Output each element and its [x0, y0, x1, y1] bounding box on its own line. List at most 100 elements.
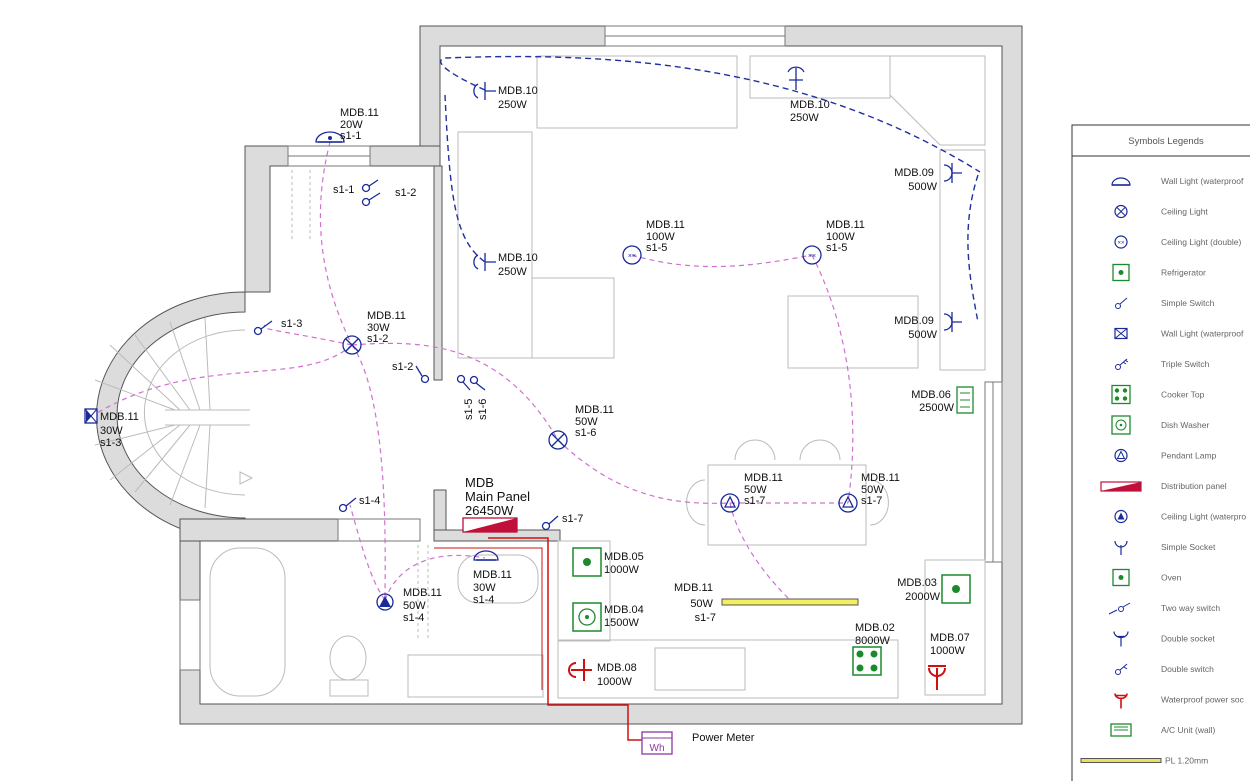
legend-item-label: Wall Light (waterproof	[1161, 176, 1244, 186]
label-wl-top: MDB.11 20W s1-1	[340, 107, 382, 142]
legend-item: Oven	[1112, 568, 1182, 587]
legend-item-label: Oven	[1161, 573, 1182, 583]
oven-icon	[941, 574, 971, 604]
cooker-top-icon	[852, 646, 882, 676]
device-labels: MDB.11 20W s1-1 s1-1 s1-2 s1-3 s1-2 s1-5…	[100, 85, 973, 744]
label-mdb-panel: MDB Main Panel 26450W	[465, 475, 534, 518]
label-oven: MDB.03 2000W	[897, 577, 940, 603]
label-bath-ceiling-light: MDB.11 50W s1-4	[403, 587, 445, 624]
legend-item-label: Ceiling Light (waterpro	[1161, 512, 1246, 522]
refrigerator-icon	[572, 547, 602, 577]
legend-item: Refrigerator	[1112, 263, 1206, 282]
socket-kitchen-top-2-icon	[787, 66, 805, 90]
label-s1-5: s1-5	[463, 399, 475, 420]
wall-light-waterproof-box-icon	[84, 408, 98, 424]
power-meter-icon: Wh	[641, 731, 673, 755]
ac-unit-wall-icon	[1110, 723, 1132, 737]
legend-item-label: PL 1.20mm	[1165, 756, 1208, 766]
switch-s1-7-icon	[541, 515, 559, 531]
socket-kitchen-left-icon	[473, 253, 496, 271]
switch-s1-5-s1-6-icon	[456, 374, 486, 391]
legend-item-label: Cooker Top	[1161, 390, 1205, 400]
ceiling-light-hall-icon	[342, 335, 362, 355]
legend-item-label: Distribution panel	[1161, 481, 1227, 491]
label-cl-double-left: MDB.11 100W s1-5	[646, 219, 688, 254]
pendant-lamp-2-icon	[838, 493, 858, 513]
distribution-panel-icon	[1100, 481, 1142, 492]
legend-item: Triple Switch	[1115, 358, 1210, 370]
label-cl-hall: MDB.11 30W s1-2	[367, 310, 409, 345]
legend-item: ×× Ceiling Light (double)	[1114, 235, 1241, 249]
legend-item: Ceiling Light	[1114, 204, 1208, 219]
label-sock-right2: MDB.09 500W	[894, 315, 937, 341]
label-pl-tube: MDB.11 50W s1-7	[674, 582, 716, 624]
socket-right-2-icon	[943, 312, 962, 332]
waterproof-socket-bottom-icon	[568, 659, 592, 681]
label-fridge: MDB.05 1000W	[604, 551, 647, 576]
walls	[95, 25, 1023, 725]
legend-item: Dish Washer	[1111, 415, 1210, 435]
label-pendant2: MDB.11 50W s1-7	[861, 472, 903, 507]
label-s1-1: s1-1	[333, 184, 354, 196]
legend-item-label: A/C Unit (wall)	[1161, 725, 1215, 735]
legend-item-label: Ceiling Light	[1161, 207, 1208, 217]
legend-item: Wall Light (waterproof	[1111, 176, 1244, 186]
legend-item: A/C Unit (wall)	[1110, 723, 1215, 737]
legend-item-label: Wall Light (waterproof	[1161, 329, 1244, 339]
legend-item: Simple Socket	[1114, 540, 1216, 555]
dish-washer-icon	[572, 602, 602, 632]
legend-item: PL 1.20mm	[1080, 756, 1208, 766]
furniture	[94, 55, 986, 699]
label-sock-kit-left: MDB.10 250W	[498, 252, 541, 278]
label-stair-light: MDB.11 30W s1-3	[100, 411, 142, 449]
bath-wall-light-icon	[473, 550, 499, 561]
ceiling-light-double-right-icon: ××	[802, 245, 822, 265]
legend-item-label: Ceiling Light (double)	[1161, 237, 1241, 247]
legend-item: Pendant Lamp	[1114, 448, 1217, 463]
legend-item-label: Pendant Lamp	[1161, 451, 1217, 461]
socket-kitchen-top-1-icon	[473, 82, 496, 100]
label-ac-unit: MDB.06 2500W	[911, 389, 954, 414]
svg-text:××: ××	[628, 253, 636, 260]
label-wp-socket-bottom: MDB.08 1000W	[597, 662, 640, 688]
legend-item: Simple Switch	[1115, 297, 1215, 309]
switch-s1-2-icon	[415, 365, 430, 384]
double-switch-icon	[1115, 663, 1128, 675]
label-s1-3: s1-3	[281, 318, 302, 330]
switch-s1-3-icon	[253, 320, 273, 336]
label-s1-4: s1-4	[359, 495, 380, 507]
pl-tube-icon	[721, 598, 859, 606]
label-cooker: MDB.02 8000W	[855, 622, 898, 647]
label-bath-wall-light: MDB.11 30W s1-4	[473, 569, 515, 606]
symbols-legend: Symbols Legends Wall Light (waterproofCe…	[1071, 124, 1250, 781]
simple-socket-icon	[1114, 540, 1128, 555]
pl-tube-icon	[1080, 758, 1162, 763]
switch-s1-4-icon	[338, 497, 357, 513]
legend-item: Double socket	[1113, 631, 1216, 647]
ceiling-light-waterproof-icon	[1114, 509, 1128, 524]
cooker-top-icon	[1111, 384, 1131, 405]
label-cl-double-right: MDB.11 100W s1-5	[826, 219, 868, 254]
legend-item-label: Waterproof power soc	[1161, 695, 1245, 705]
legend-item-label: Two way switch	[1161, 603, 1220, 613]
two-way-switch-icon	[1108, 602, 1131, 615]
legend-item: Double switch	[1115, 663, 1214, 675]
label-sock-kit-top2: MDB.10 250W	[790, 99, 833, 124]
label-dishwasher: MDB.04 1500W	[604, 604, 647, 629]
pendant-lamp-1-icon	[720, 493, 740, 513]
ceiling-light-icon	[1114, 204, 1128, 219]
oven-icon	[1112, 568, 1130, 587]
legend-item: Two way switch	[1108, 602, 1220, 615]
pendant-lamp-icon	[1114, 448, 1128, 463]
wall-light-waterproof-box-icon	[1114, 327, 1128, 340]
label-wp-socket-right: MDB.07 1000W	[930, 632, 973, 657]
legend-item-label: Triple Switch	[1161, 359, 1210, 369]
label-pendant1: MDB.11 50W s1-7	[744, 472, 786, 507]
socket-right-1-icon	[943, 163, 962, 183]
switch-s1-1-icon	[361, 179, 381, 207]
wall-light-waterproof-icon	[315, 131, 345, 143]
legend-item-label: Double socket	[1161, 634, 1216, 644]
ceiling-light-double-icon: ××	[1114, 235, 1128, 249]
legend-item: Distribution panel	[1100, 481, 1227, 492]
legend-item-label: Simple Socket	[1161, 542, 1216, 552]
